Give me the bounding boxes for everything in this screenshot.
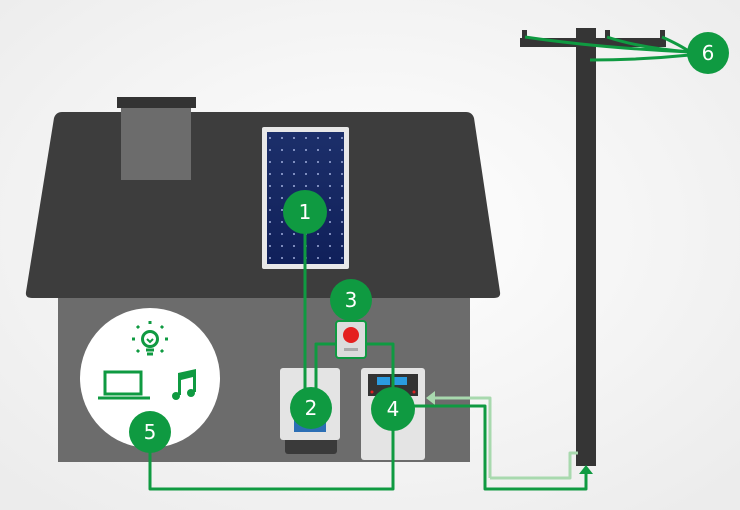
chimney xyxy=(121,104,191,180)
svg-text:1: 1 xyxy=(299,200,312,224)
marker-4[interactable]: 4 xyxy=(371,387,415,431)
chimney-cap xyxy=(117,97,196,108)
isolator-switch xyxy=(335,320,367,359)
svg-text:6: 6 xyxy=(702,41,715,65)
marker-3[interactable]: 3 xyxy=(330,279,372,321)
svg-text:4: 4 xyxy=(387,397,400,421)
laptop-icon xyxy=(98,370,150,400)
svg-text:5: 5 xyxy=(144,420,157,444)
appliances-circle xyxy=(80,308,220,448)
power-pole xyxy=(520,28,666,466)
marker-2[interactable]: 2 xyxy=(290,387,332,429)
wiring xyxy=(148,35,691,491)
marker-1[interactable]: 1 xyxy=(283,190,327,234)
marker-5[interactable]: 5 xyxy=(129,411,171,453)
music-note-icon xyxy=(172,369,196,400)
lightbulb-icon xyxy=(132,321,168,356)
svg-text:3: 3 xyxy=(345,288,358,312)
marker-6[interactable]: 6 xyxy=(687,32,729,74)
svg-text:2: 2 xyxy=(305,396,318,420)
